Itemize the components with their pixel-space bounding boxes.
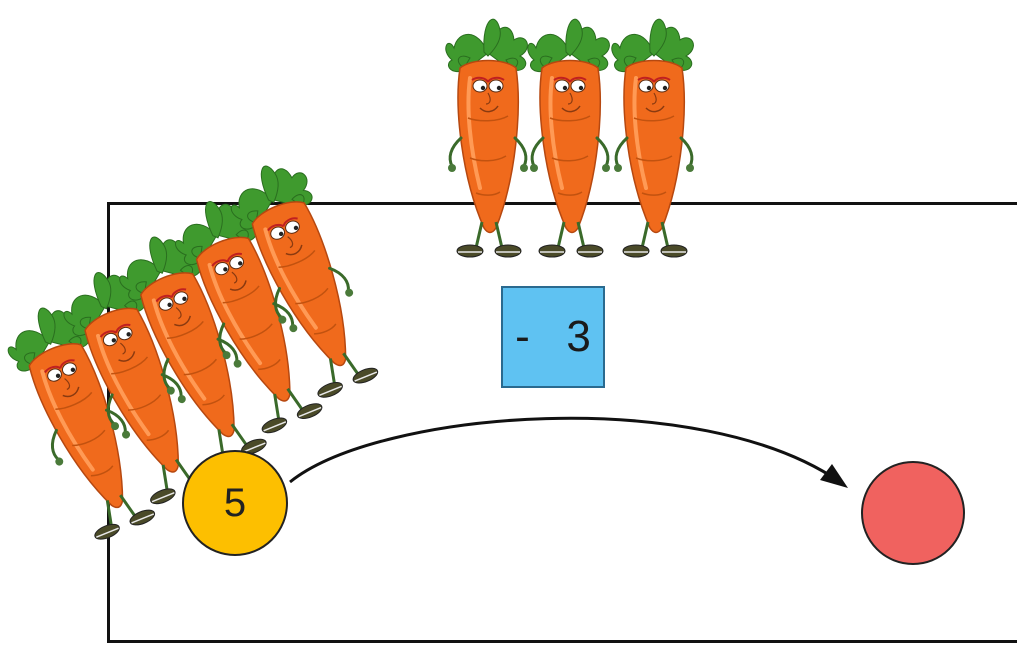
subtract-operation-box[interactable]: - 3: [501, 286, 605, 388]
diagram-frame: [107, 202, 1017, 643]
result-answer-circle[interactable]: [861, 461, 965, 565]
operand-value: 3: [566, 312, 591, 361]
operator-gap: [530, 312, 567, 362]
start-value-label: 5: [223, 480, 247, 525]
start-value-circle[interactable]: 5: [182, 450, 288, 556]
operator-symbol: -: [515, 312, 530, 361]
